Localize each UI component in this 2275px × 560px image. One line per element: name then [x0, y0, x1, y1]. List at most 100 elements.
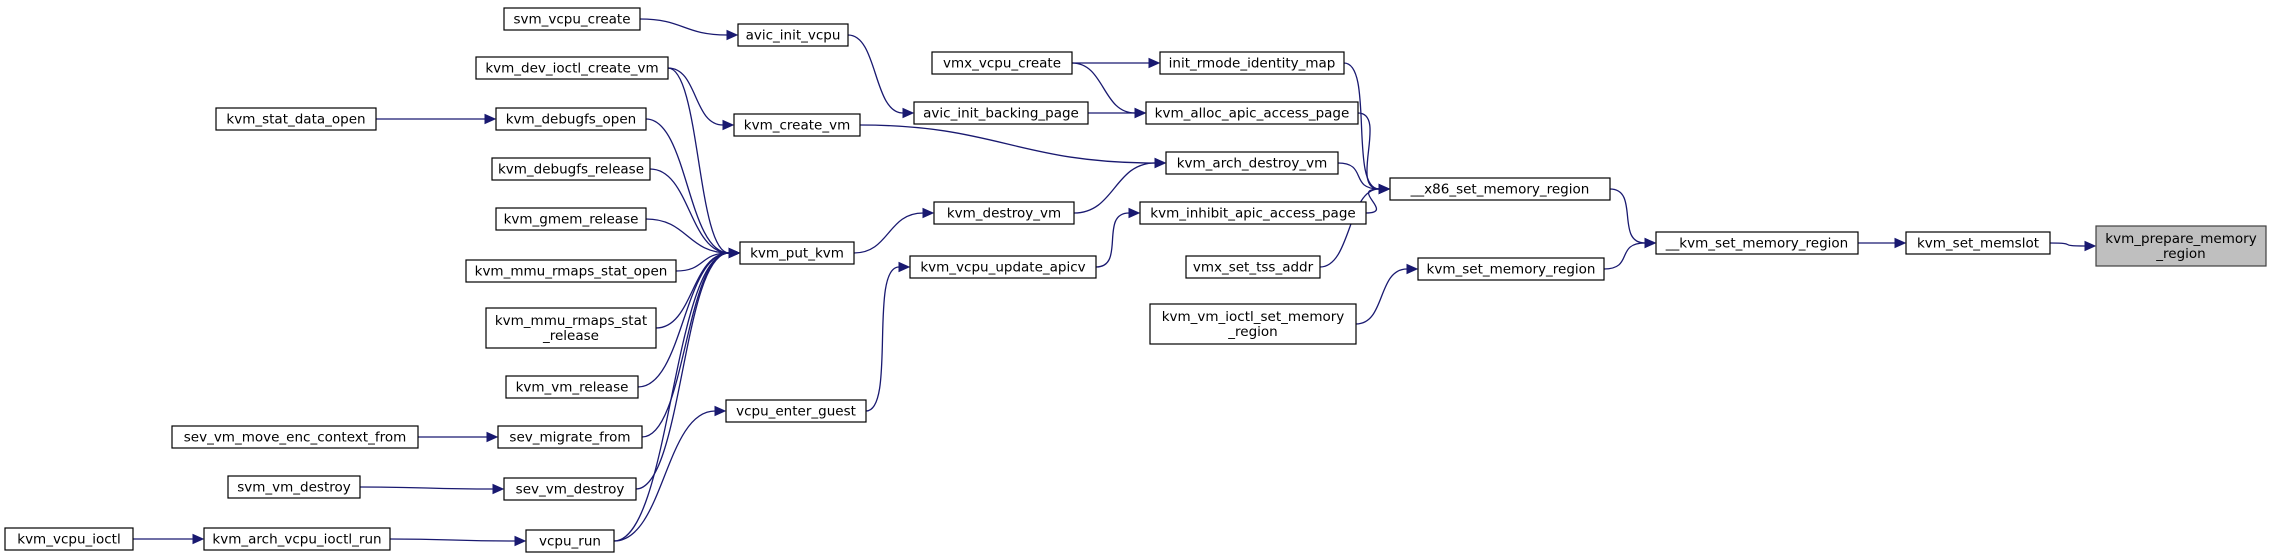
node-label: sev_vm_destroy	[516, 482, 625, 498]
function-node-kvm-mmu-rmaps-stat-release[interactable]: kvm_mmu_rmaps_stat_release	[485, 307, 657, 349]
function-node-kvm-destroy-vm[interactable]: kvm_destroy_vm	[933, 201, 1075, 225]
call-edge-kvm_destroy_vm-to-kvm_arch_destroy_vm	[1073, 162, 1156, 214]
function-node-kvm-arch-vcpu-ioctl-run[interactable]: kvm_arch_vcpu_ioctl_run	[203, 527, 391, 551]
arrowhead-icon	[1148, 57, 1161, 69]
call-edge-kvm_alloc_apic_access_page-to-x86_set_memory_region	[1357, 112, 1380, 190]
node-label: svm_vm_destroy	[237, 480, 351, 496]
call-edge-kvm_create_vm-to-kvm_arch_destroy_vm	[859, 124, 1156, 164]
call-edge-kvm_vm_release-to-kvm_put_kvm	[637, 252, 730, 388]
node-label: kvm_arch_vcpu_ioctl_run	[212, 532, 381, 548]
root-function-node[interactable]: kvm_prepare_memory_region	[2095, 225, 2267, 267]
call-edge-kvm_gmem_release-to-kvm_put_kvm	[645, 218, 730, 254]
call-edge-vcpu_enter_guest-to-kvm_vcpu_update_apicv	[865, 266, 900, 412]
node-box	[215, 107, 377, 131]
function-node-sev-migrate-from[interactable]: sev_migrate_from	[497, 425, 643, 449]
arrowhead-icon	[2084, 240, 2097, 252]
call-edge-kvm_vm_ioctl_set_memory_region-to-kvm_set_memory_region	[1355, 268, 1408, 325]
function-node-init-rmode-identity-map[interactable]: init_rmode_identity_map	[1159, 51, 1345, 75]
node-box	[4, 527, 134, 551]
call-edge-kvm_put_kvm-to-kvm_destroy_vm	[853, 212, 924, 254]
node-box	[2095, 225, 2267, 267]
function-node-kvm-gmem-release[interactable]: kvm_gmem_release	[495, 207, 647, 231]
arrowhead-icon	[728, 247, 741, 259]
node-label: _release	[542, 328, 599, 344]
arrowhead-icon	[922, 207, 935, 219]
node-box	[737, 23, 849, 47]
arrowhead-icon	[192, 533, 205, 545]
arrowhead-icon	[722, 119, 735, 131]
function-node-sev-vm-move-enc-context-from[interactable]: sev_vm_move_enc_context_from	[171, 425, 419, 449]
node-box	[739, 241, 855, 265]
function-node-vmx-vcpu-create[interactable]: vmx_vcpu_create	[931, 51, 1073, 75]
node-label: kvm_vm_ioctl_set_memory	[1162, 309, 1345, 325]
function-node-kvm-debugfs-release[interactable]: kvm_debugfs_release	[491, 157, 651, 181]
call-edge-kvm_arch_destroy_vm-to-x86_set_memory_region	[1337, 162, 1380, 190]
node-label: __x86_set_memory_region	[1410, 182, 1590, 198]
node-box	[497, 425, 643, 449]
function-node-kvm-mmu-rmaps-stat-open[interactable]: kvm_mmu_rmaps_stat_open	[465, 259, 677, 283]
node-label: sev_vm_move_enc_context_from	[184, 430, 407, 446]
node-box	[475, 56, 669, 80]
arrowhead-icon	[902, 107, 915, 119]
node-label: vcpu_enter_guest	[736, 404, 856, 420]
function-node-sev-vm-destroy[interactable]: sev_vm_destroy	[503, 477, 637, 501]
node-box	[495, 107, 647, 131]
node-box	[931, 51, 1073, 75]
function-node-kvm-vcpu-update-apicv[interactable]: kvm_vcpu_update_apicv	[909, 255, 1097, 279]
call-edge-avic_init_vcpu-to-avic_init_backing_page	[847, 34, 904, 114]
function-node-vcpu-enter-guest[interactable]: vcpu_enter_guest	[725, 399, 867, 423]
function-node-kvm-set-memslot[interactable]: kvm_set_memslot	[1905, 231, 2051, 255]
function-node-kvm-vm-release[interactable]: kvm_vm_release	[505, 375, 639, 399]
function-node-kvm-set-memory-region[interactable]: kvm_set_memory_region	[1417, 257, 1605, 281]
arrowhead-icon	[898, 261, 911, 273]
function-node-svm-vcpu-create[interactable]: svm_vcpu_create	[503, 7, 641, 31]
function-node-kvm-alloc-apic-access-page[interactable]: kvm_alloc_apic_access_page	[1145, 101, 1359, 125]
node-label: kvm_inhibit_apic_access_page	[1150, 206, 1355, 222]
function-node-avic-init-backing-page[interactable]: avic_init_backing_page	[913, 101, 1089, 125]
arrowhead-icon	[1128, 207, 1141, 219]
node-box	[491, 157, 651, 181]
node-label: kvm_set_memory_region	[1427, 262, 1596, 278]
function-node-kvm-dev-ioctl-create-vm[interactable]: kvm_dev_ioctl_create_vm	[475, 56, 669, 80]
node-box	[1417, 257, 1605, 281]
function-node-kvm-debugfs-open[interactable]: kvm_debugfs_open	[495, 107, 647, 131]
node-box	[227, 475, 361, 499]
node-label: svm_vcpu_create	[513, 12, 630, 28]
node-label: kvm_prepare_memory	[2105, 231, 2256, 247]
function-node-svm-vm-destroy[interactable]: svm_vm_destroy	[227, 475, 361, 499]
function-node-kvm-vcpu-ioctl[interactable]: kvm_vcpu_ioctl	[4, 527, 134, 551]
call-edge-sev_vm_destroy-to-kvm_put_kvm	[635, 252, 730, 490]
function-node-kvm-stat-data-open[interactable]: kvm_stat_data_open	[215, 107, 377, 131]
node-label: avic_init_backing_page	[923, 106, 1079, 122]
function-node-kvm-inhibit-apic-access-page[interactable]: kvm_inhibit_apic_access_page	[1139, 201, 1367, 225]
function-nodes: svm_vcpu_create avic_init_vcpu kvm_dev_ioc…	[4, 7, 2267, 553]
arrowhead-icon	[1644, 237, 1657, 249]
function-node-kvm-put-kvm[interactable]: kvm_put_kvm	[739, 241, 855, 265]
call-edge-vmx_vcpu_create-to-kvm_alloc_apic_access_page	[1071, 62, 1136, 114]
node-box	[933, 201, 1075, 225]
node-label: kvm_debugfs_open	[506, 112, 637, 128]
node-label: kvm_vm_release	[516, 380, 629, 396]
node-label: kvm_dev_ioctl_create_vm	[485, 61, 658, 77]
node-box	[909, 255, 1097, 279]
function-node-kvm-arch-destroy-vm[interactable]: kvm_arch_destroy_vm	[1165, 151, 1339, 175]
arrowhead-icon	[486, 431, 499, 443]
function-node-avic-init-vcpu[interactable]: avic_init_vcpu	[737, 23, 849, 47]
call-edge-vcpu_run-to-vcpu_enter_guest	[613, 410, 716, 542]
function-node-kvm-set-memory-region-internal[interactable]: __kvm_set_memory_region	[1655, 231, 1859, 255]
node-box	[1905, 231, 2051, 255]
call-edge-vmx_set_tss_addr-to-x86_set_memory_region	[1319, 188, 1380, 268]
node-box	[485, 307, 657, 349]
function-node-vcpu-run[interactable]: vcpu_run	[525, 529, 615, 553]
call-edge-kvm_debugfs_release-to-kvm_put_kvm	[649, 168, 730, 254]
function-node-kvm-create-vm[interactable]: kvm_create_vm	[733, 113, 861, 137]
node-box	[525, 529, 615, 553]
function-node-vmx-set-tss-addr[interactable]: vmx_set_tss_addr	[1185, 255, 1321, 279]
function-node-kvm-vm-ioctl-set-memory-region[interactable]: kvm_vm_ioctl_set_memory_region	[1149, 303, 1357, 345]
function-node-x86-set-memory-region[interactable]: __x86_set_memory_region	[1389, 177, 1611, 201]
node-box	[1139, 201, 1367, 225]
node-label: _region	[1227, 324, 1277, 340]
call-edge-kvm_set_memory_region-to-kvm_set_memory_region_internal	[1603, 242, 1646, 270]
node-box	[1145, 101, 1359, 125]
